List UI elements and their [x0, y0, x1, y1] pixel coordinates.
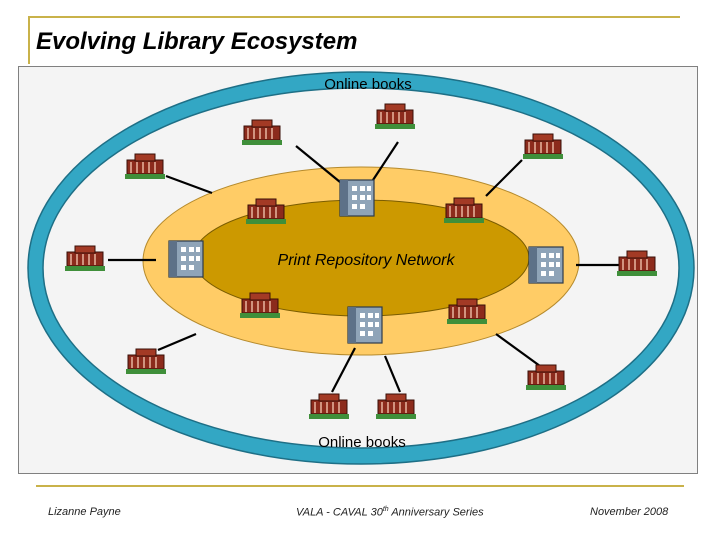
- connector-lines: [108, 141, 620, 393]
- repository-building-icon: [528, 246, 564, 284]
- repository-building-icon: [339, 179, 375, 217]
- connector-line: [157, 332, 197, 352]
- footer-author: Lizanne Payne: [48, 506, 121, 518]
- repository-building-icon: [168, 240, 204, 278]
- footer-series: VALA - CAVAL 30th Anniversary Series: [296, 506, 484, 519]
- connector-line: [383, 355, 402, 393]
- footer-series-sup: th: [382, 506, 389, 513]
- footer-date: November 2008: [590, 506, 669, 518]
- center-label: Print Repository Network: [278, 252, 456, 269]
- footer-rule: [36, 485, 684, 487]
- slide-title: Evolving Library Ecosystem: [36, 28, 358, 55]
- outer-ring-label-top: Online books: [324, 76, 412, 93]
- connector-line: [372, 141, 399, 181]
- connector-line: [295, 145, 341, 183]
- connector-line: [331, 347, 356, 393]
- title-frame: [28, 16, 680, 64]
- connector-line: [485, 159, 523, 197]
- repository-building-icon: [347, 306, 383, 344]
- connector-line: [495, 333, 541, 367]
- connector-line: [165, 174, 213, 195]
- footer-series-prefix: VALA - CAVAL 30: [296, 506, 383, 519]
- outer-ring-label-bottom: Online books: [318, 434, 406, 451]
- footer-series-suffix: Anniversary Series: [388, 506, 484, 519]
